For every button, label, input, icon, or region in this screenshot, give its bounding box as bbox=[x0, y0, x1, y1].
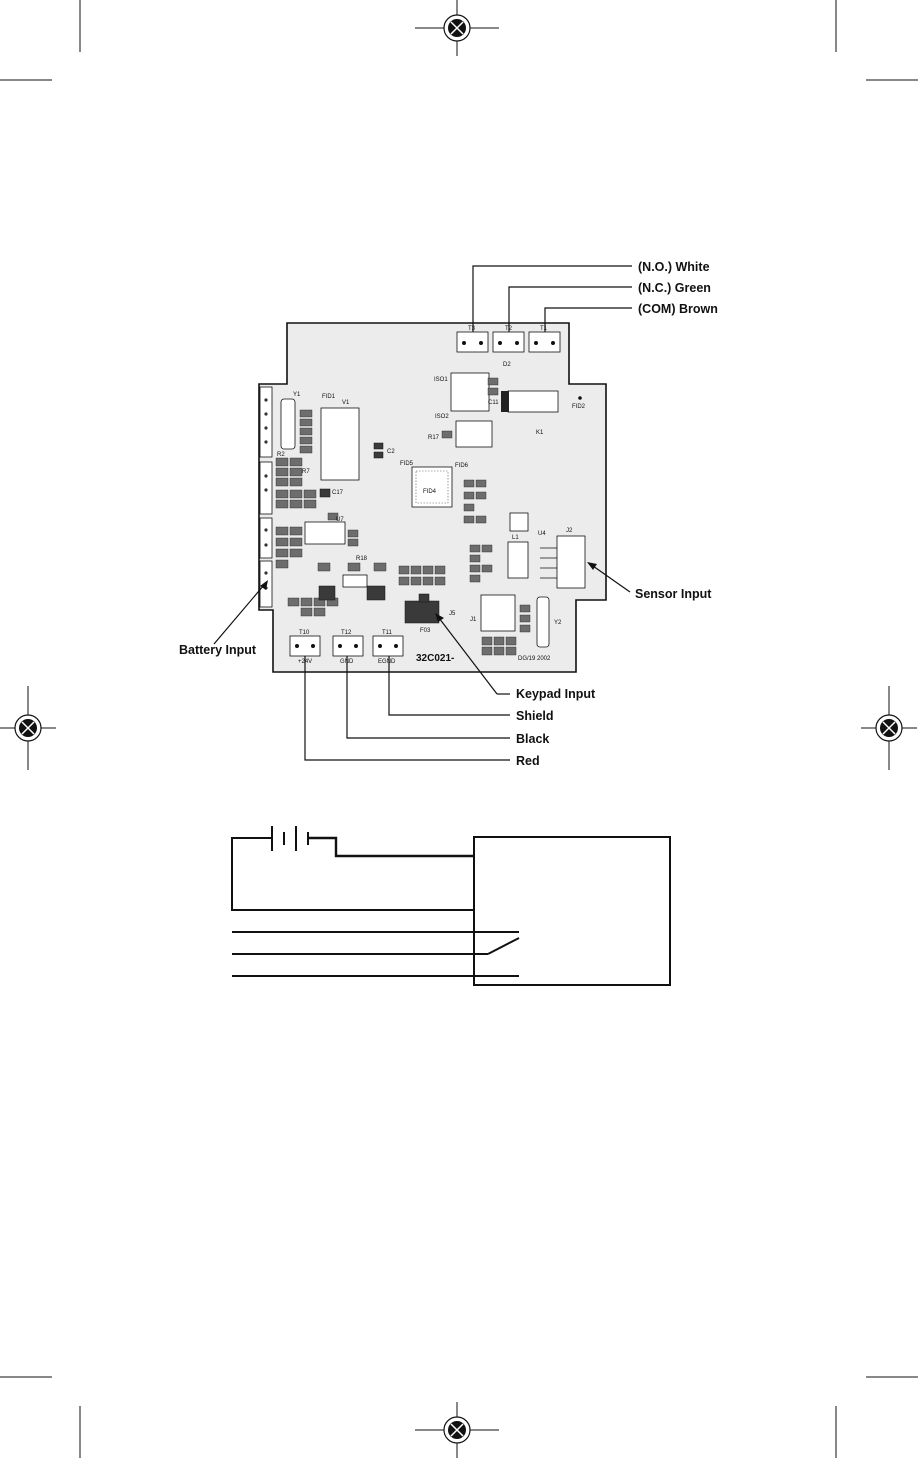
date-code: DG/19 2002 bbox=[518, 656, 551, 662]
svg-text:V1: V1 bbox=[342, 400, 350, 406]
svg-text:ISO2: ISO2 bbox=[435, 414, 449, 420]
svg-text:EGND: EGND bbox=[378, 659, 396, 665]
svg-text:F03: F03 bbox=[420, 628, 431, 634]
registration-mark-right bbox=[861, 686, 917, 770]
svg-text:T11: T11 bbox=[382, 630, 393, 636]
svg-text:C2: C2 bbox=[387, 449, 395, 455]
svg-text:FID5: FID5 bbox=[400, 461, 414, 467]
circuit-board: T3 T2 T1 Y1 bbox=[259, 323, 606, 672]
callout-sensor-input: Sensor Input bbox=[635, 587, 712, 601]
schematic bbox=[232, 826, 670, 985]
registration-mark-bottom bbox=[415, 1402, 499, 1458]
callout-keypad-input: Keypad Input bbox=[516, 687, 596, 701]
callout-shield: Shield bbox=[516, 709, 554, 723]
relay-contact-symbol bbox=[232, 932, 519, 976]
svg-text:R17: R17 bbox=[428, 435, 440, 441]
callout-black: Black bbox=[516, 732, 549, 746]
svg-text:Y2: Y2 bbox=[554, 620, 562, 626]
svg-text:U7: U7 bbox=[336, 517, 344, 523]
svg-text:FID6: FID6 bbox=[455, 463, 469, 469]
registration-mark-left bbox=[0, 686, 56, 770]
svg-text:K1: K1 bbox=[536, 430, 544, 436]
svg-text:FID1: FID1 bbox=[322, 394, 336, 400]
svg-text:C11: C11 bbox=[488, 400, 499, 406]
callout-red: Red bbox=[516, 754, 540, 768]
svg-text:J2: J2 bbox=[566, 528, 573, 534]
svg-text:T10: T10 bbox=[299, 630, 310, 636]
registration-mark-top bbox=[415, 0, 499, 56]
svg-text:L1: L1 bbox=[512, 535, 519, 541]
terminal-id: T1 bbox=[540, 326, 548, 332]
svg-text:U4: U4 bbox=[538, 531, 546, 537]
terminal-id: T3 bbox=[468, 326, 476, 332]
svg-text:R7: R7 bbox=[302, 469, 310, 475]
svg-text:FID4: FID4 bbox=[423, 489, 437, 495]
left-header-connectors bbox=[260, 387, 272, 607]
svg-text:FID2: FID2 bbox=[572, 404, 586, 410]
board-part-number: 32C021- bbox=[416, 653, 454, 664]
callout-battery-input: Battery Input bbox=[179, 643, 257, 657]
svg-text:J1: J1 bbox=[470, 617, 477, 623]
callout-nc-green: (N.C.) Green bbox=[638, 281, 711, 295]
callout-com-brown: (COM) Brown bbox=[638, 302, 718, 316]
svg-text:D2: D2 bbox=[503, 362, 511, 368]
svg-text:R18: R18 bbox=[356, 556, 368, 562]
svg-text:Y1: Y1 bbox=[293, 392, 301, 398]
svg-text:T12: T12 bbox=[341, 630, 352, 636]
svg-text:J5: J5 bbox=[449, 611, 456, 617]
callout-no-white: (N.O.) White bbox=[638, 260, 710, 274]
svg-text:R2: R2 bbox=[277, 452, 285, 458]
device-box bbox=[474, 837, 670, 985]
svg-text:ISO1: ISO1 bbox=[434, 377, 448, 383]
battery-symbol bbox=[232, 826, 474, 910]
svg-text:C17: C17 bbox=[332, 490, 344, 496]
